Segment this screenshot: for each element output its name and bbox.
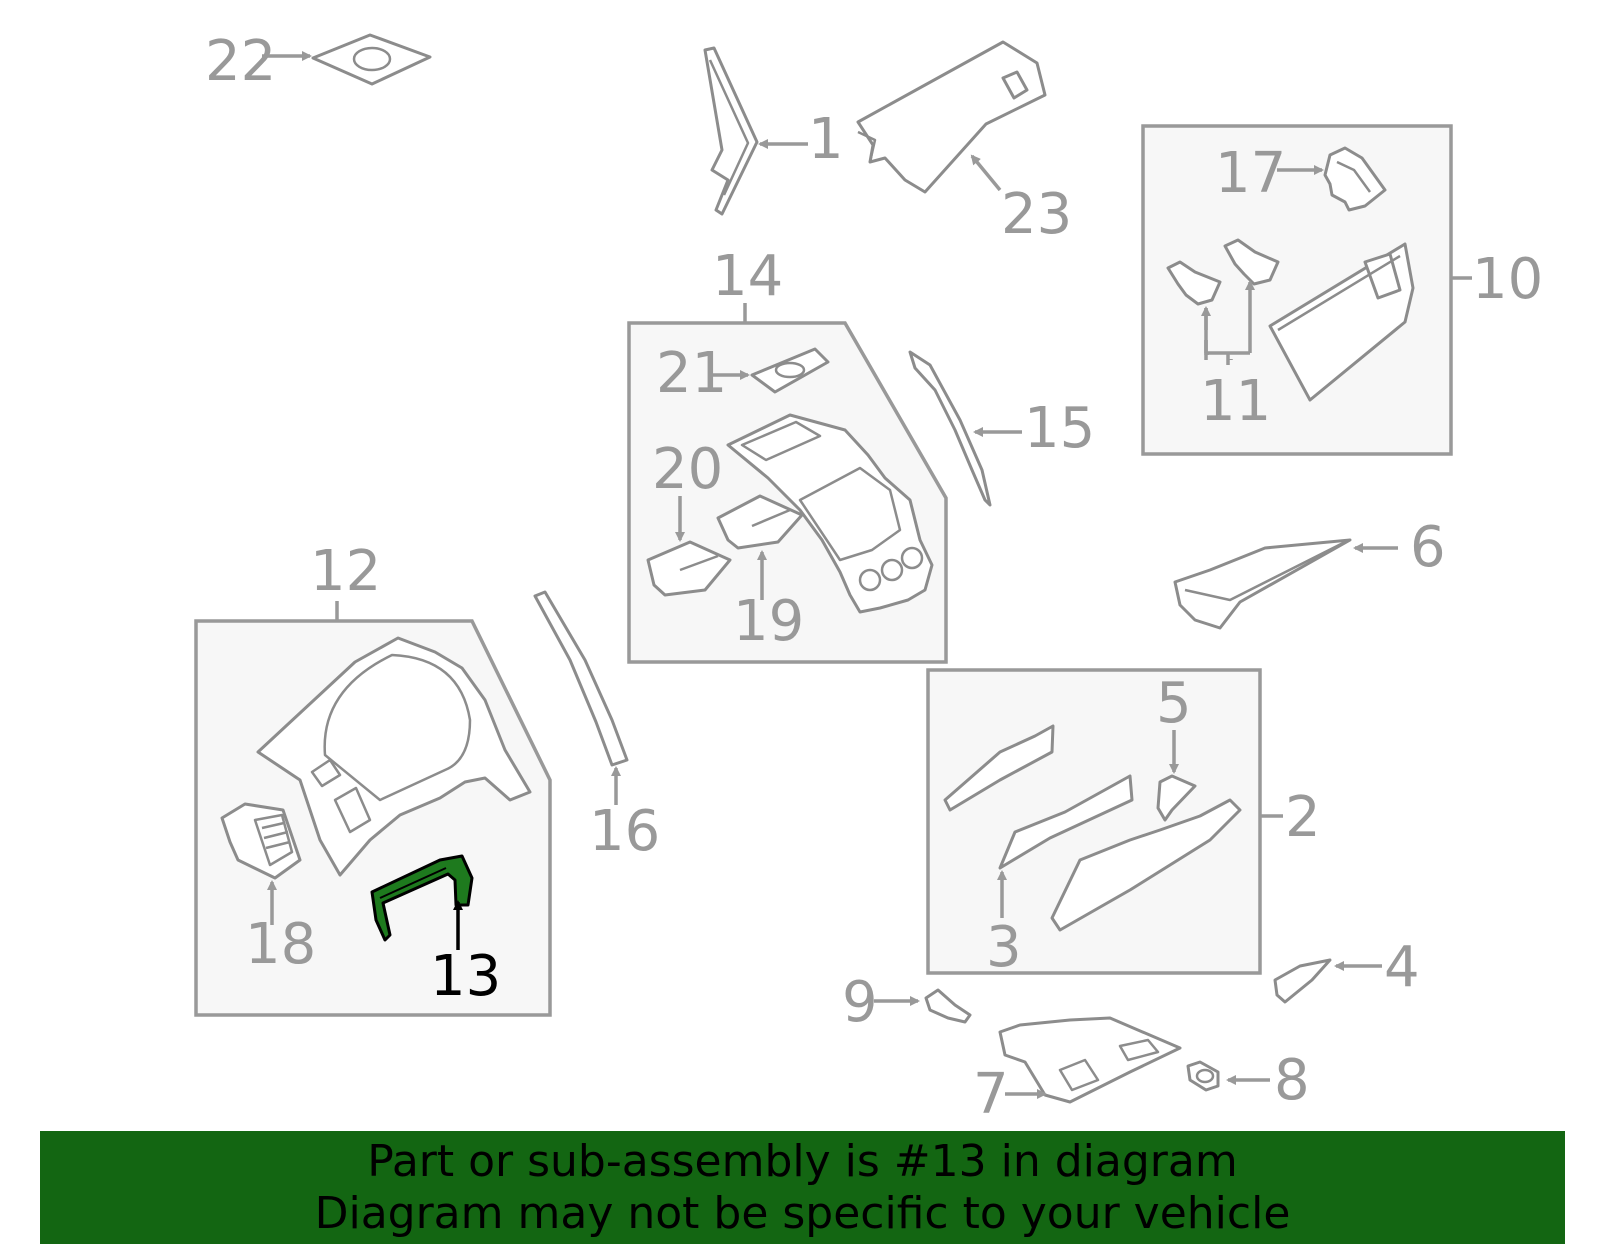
part-10[interactable]: [1268, 242, 1415, 402]
part-14[interactable]: [726, 413, 934, 614]
callout-23: 23: [1001, 182, 1072, 247]
part-6[interactable]: [1173, 538, 1352, 630]
part-8[interactable]: [1186, 1060, 1220, 1092]
part-7[interactable]: [998, 1016, 1182, 1104]
callout-22: 22: [205, 29, 276, 94]
callout-19: 19: [733, 589, 804, 654]
part-16[interactable]: [533, 590, 629, 767]
callout-2: 2: [1285, 785, 1321, 850]
part-13-highlighted[interactable]: [370, 854, 474, 942]
callout-12: 12: [310, 539, 381, 604]
callout-10: 10: [1472, 247, 1543, 312]
callout-6: 6: [1410, 515, 1446, 580]
part-4[interactable]: [1273, 958, 1332, 1004]
callout-17: 17: [1215, 141, 1286, 206]
part-15[interactable]: [908, 350, 992, 507]
banner-line-1: Part or sub-assembly is #13 in diagram: [367, 1136, 1238, 1187]
part-19[interactable]: [716, 494, 804, 550]
part-20[interactable]: [646, 540, 732, 597]
part-22[interactable]: [311, 33, 432, 86]
part-17[interactable]: [1323, 146, 1387, 212]
part-12[interactable]: [256, 636, 532, 877]
group-box-10: [1141, 124, 1453, 456]
callout-18: 18: [245, 912, 316, 977]
part-2[interactable]: [943, 724, 1242, 932]
banner-line-2: Diagram may not be specific to your vehi…: [314, 1188, 1291, 1239]
callout-5: 5: [1156, 671, 1192, 736]
part-1[interactable]: [703, 46, 759, 216]
callout-21: 21: [656, 341, 727, 406]
info-banner: Part or sub-assembly is #13 in diagram D…: [40, 1131, 1565, 1244]
callout-1: 1: [808, 107, 844, 172]
callout-11: 11: [1200, 369, 1271, 434]
callout-9: 9: [842, 970, 878, 1035]
callout-16: 16: [589, 799, 660, 864]
part-18[interactable]: [220, 802, 302, 880]
callout-15: 15: [1024, 396, 1095, 461]
part-13-shape[interactable]: [370, 854, 474, 942]
callout-13: 13: [430, 944, 501, 1009]
leader-11-fork: [1204, 282, 1250, 365]
part-9[interactable]: [924, 988, 972, 1024]
part-5[interactable]: [1156, 774, 1197, 822]
part-11[interactable]: [1166, 238, 1280, 306]
arrow-23: [970, 154, 1002, 192]
part-21[interactable]: [750, 347, 830, 394]
callout-4: 4: [1384, 935, 1420, 1000]
part-23[interactable]: [856, 40, 1047, 194]
callout-14: 14: [712, 244, 783, 309]
callout-20: 20: [652, 437, 723, 502]
callout-8: 8: [1274, 1048, 1310, 1113]
callout-7: 7: [973, 1062, 1009, 1127]
callout-3: 3: [986, 915, 1022, 980]
